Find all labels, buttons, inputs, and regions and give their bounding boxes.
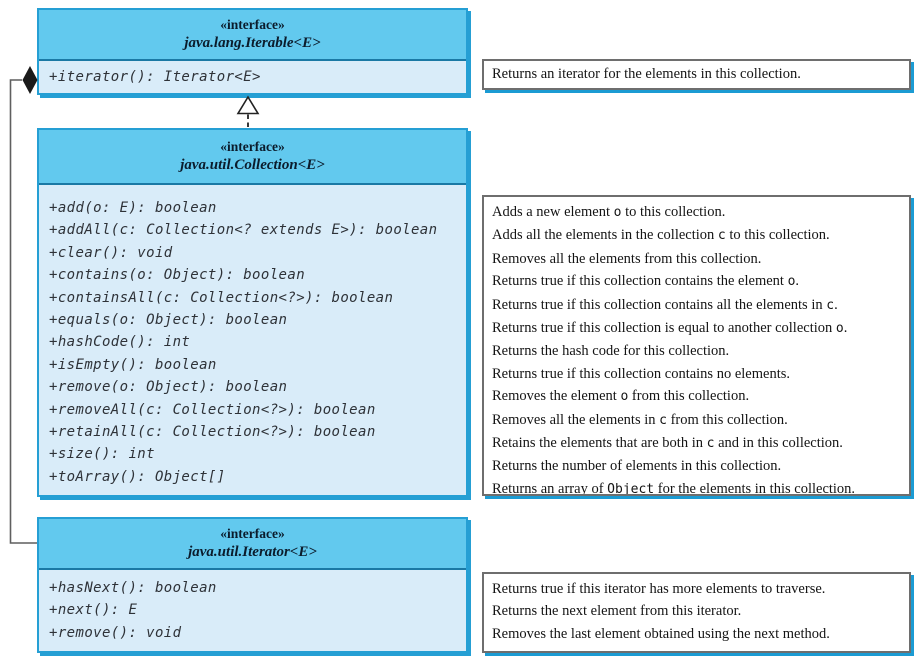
interface-box-iterable: «interface» java.lang.Iterable<E> +itera… (37, 8, 468, 95)
note-line: Returns the next element from this itera… (492, 603, 742, 620)
method-row: +add(o: E): boolean (49, 200, 217, 216)
stereotype-label: «interface» (220, 17, 285, 32)
method-row: +hasNext(): boolean (49, 580, 217, 596)
note-line: Returns true if this collection contains… (492, 296, 838, 313)
method-row: +clear(): void (49, 244, 173, 261)
method-list-iterable: +iterator(): Iterator<E> (39, 61, 466, 93)
method-list-collection: +add(o: E): boolean +addAll(c: Collection… (39, 185, 466, 488)
note-line: Retains the elements that are both in c … (492, 435, 843, 452)
composition-link-line (9, 79, 37, 544)
method-row: +next(): E (49, 602, 138, 619)
method-row: +contains(o: Object): boolean (49, 267, 306, 284)
interface-box-iterator: «interface» java.util.Iterator<E> +hasNe… (37, 517, 468, 653)
note-line: Removes all the elements from this colle… (492, 250, 762, 267)
note-line: Returns the number of elements in this c… (492, 458, 782, 475)
interface-header-collection: «interface» java.util.Collection<E> (39, 130, 466, 185)
comment-note-iterator: Returns true if this iterator has more e… (482, 572, 911, 653)
method-row: +removeAll(c: Collection<?>): boolean (49, 401, 376, 418)
note-line: Removes the last element obtained using … (492, 625, 830, 642)
note-line: Removes all the elements in c from this … (492, 411, 788, 428)
comment-note-collection: Adds a new element o to this collection.… (482, 195, 911, 496)
method-row: +addAll(c: Collection<? extends E>): boo… (49, 222, 438, 239)
method-row: +containsAll(c: Collection<?>): boolean (49, 289, 394, 306)
stereotype-label: «interface» (220, 139, 285, 154)
interface-header-iterator: «interface» java.util.Iterator<E> (39, 519, 466, 570)
note-line: Adds all the elements in the collection … (492, 227, 830, 244)
interface-box-collection: «interface» java.util.Collection<E> +add… (37, 128, 468, 497)
note-line: Returns true if this collection contains… (492, 365, 790, 382)
comment-note-iterable: Returns an iterator for the elements in … (482, 59, 911, 90)
note-line: Returns true if this collection contains… (492, 273, 800, 290)
method-row: +iterator(): Iterator<E> (49, 68, 261, 85)
method-row: +remove(o: Object): boolean (49, 379, 288, 396)
note-line: Returns the hash code for this collectio… (492, 343, 730, 360)
method-list-iterator: +hasNext(): boolean +next(): E +remove(): … (39, 570, 466, 644)
note-line: Removes the element o from this collecti… (492, 388, 750, 405)
note-line: Returns true if this iterator has more e… (492, 581, 826, 597)
interface-name: java.lang.Iterable<E> (184, 35, 321, 51)
method-row: +size(): int (49, 446, 155, 463)
method-row: +toArray(): Object[] (49, 468, 226, 485)
method-row: +equals(o: Object): boolean (49, 312, 288, 329)
method-row: +isEmpty(): boolean (49, 356, 217, 373)
method-row: +hashCode(): int (49, 334, 191, 351)
stereotype-label: «interface» (220, 526, 285, 541)
interface-name: java.util.Iterator<E> (188, 544, 317, 560)
note-line: Returns an array of Object for the eleme… (492, 480, 856, 496)
note-line: Returns an iterator for the elements in … (492, 66, 801, 82)
method-row: +remove(): void (49, 624, 182, 641)
method-row: +retainAll(c: Collection<?>): boolean (49, 424, 376, 441)
note-line: Adds a new element o to this collection. (492, 204, 726, 220)
note-line: Returns true if this collection is equal… (492, 320, 848, 337)
extends-hollow-triangle-icon (236, 95, 260, 115)
interface-name: java.util.Collection<E> (180, 157, 325, 173)
composition-diamond-icon (22, 66, 38, 94)
interface-header-iterable: «interface» java.lang.Iterable<E> (39, 10, 466, 61)
